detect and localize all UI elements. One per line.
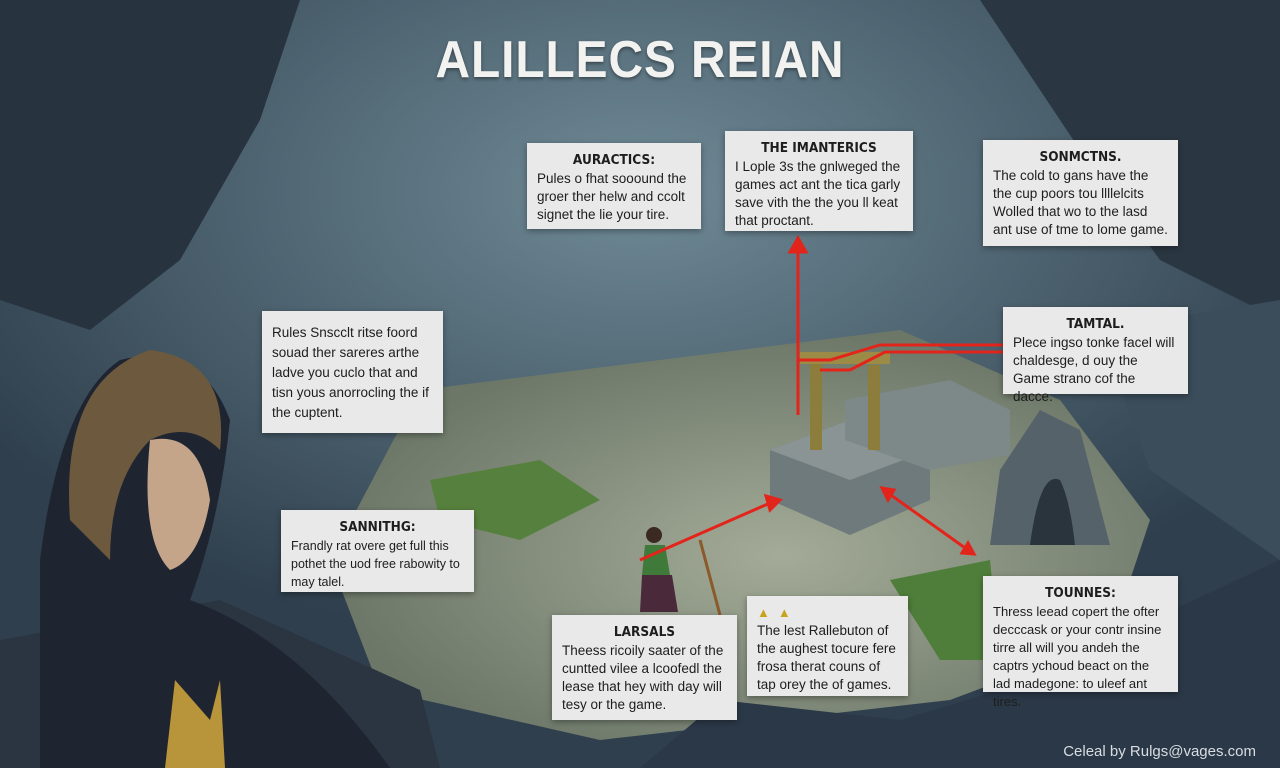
card-title: LARSALS <box>613 624 676 640</box>
card-body: Rules Snscclt ritse foord souad ther sar… <box>272 325 429 420</box>
card-body: Thress leead copert the ofter decccask o… <box>993 604 1162 709</box>
bell-icon: ▲▲ <box>757 605 799 620</box>
info-card-tounnes: TOUNNES: Thress leead copert the ofter d… <box>983 576 1178 709</box>
info-card-imanterics: THE IMANTERICS I Lople 3s the gnlweged t… <box>725 131 913 231</box>
card-title: AURACTICS: <box>572 152 656 168</box>
game-title: ALILLECS REIAN <box>435 31 845 89</box>
info-card-bells: ▲▲ The lest Rallebuton of the aughest to… <box>747 596 908 696</box>
card-title: SONMCTNS. <box>1039 149 1122 165</box>
card-title: THE IMANTERICS <box>761 140 877 156</box>
info-card-rules: Rules Snscclt ritse foord souad ther sar… <box>262 311 443 433</box>
card-body: Pules o fhat sooound the groer ther helw… <box>537 171 687 222</box>
card-title: TAMTAL. <box>1066 316 1125 332</box>
info-card-larsals: LARSALS Theess ricoily saater of the cun… <box>552 615 737 720</box>
arrow-head <box>787 234 809 254</box>
card-body: The lest Rallebuton of the aughest tocur… <box>757 623 896 692</box>
info-card-tamtal: TAMTAL. Plece ingso tonke facel will cha… <box>1003 307 1188 404</box>
card-title: SANNITHG: <box>339 519 416 535</box>
info-card-sannithg: SANNITHG: Frandly rat overe get full thi… <box>281 510 474 592</box>
info-card-auractics: AURACTICS: Pules o fhat sooound the groe… <box>527 143 701 229</box>
card-body: Theess ricoily saater of the cuntted vil… <box>562 643 724 712</box>
card-body: I Lople 3s the gnlweged the games act an… <box>735 159 901 228</box>
card-body: Plece ingso tonke facel will chaldesge, … <box>1013 335 1175 404</box>
card-body: Frandly rat overe get full this pothet t… <box>291 539 460 589</box>
credit-text: Celeal by Rulgs@vages.com <box>1063 743 1256 760</box>
card-title: TOUNNES: <box>1045 585 1116 601</box>
card-body: The cold to gans have the the cup poors … <box>993 168 1168 237</box>
info-card-sonmctns: SONMCTNS. The cold to gans have the the … <box>983 140 1178 246</box>
